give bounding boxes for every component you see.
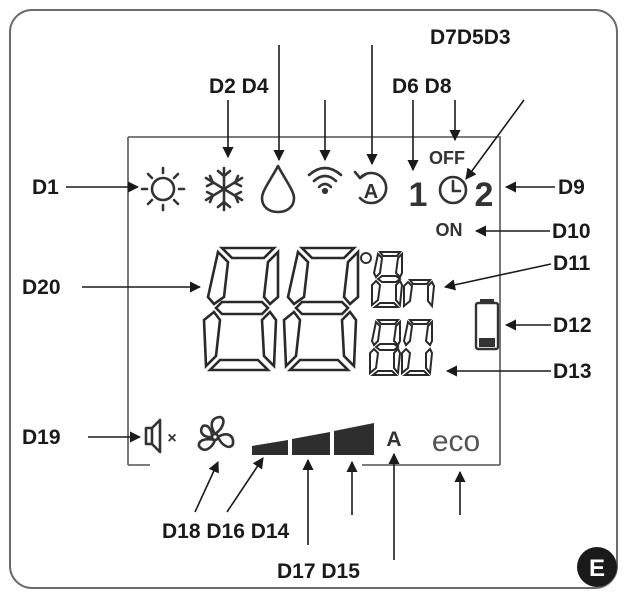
- label-d20: D20: [22, 276, 61, 299]
- sun-icon: [140, 166, 186, 212]
- small-digits-lower: [369, 319, 434, 376]
- auto-mode-icon: A: [353, 170, 388, 205]
- label-d18-d16-d14: D18 D16 D14: [162, 520, 290, 543]
- clock-icon: [438, 175, 468, 205]
- timer-2-label: 2: [475, 176, 494, 214]
- callout-arrows: [66, 45, 555, 560]
- eco-label: eco: [432, 425, 480, 458]
- main-digits: [202, 246, 360, 372]
- mute-x-label: ×: [167, 430, 176, 447]
- snowflake-icon: [204, 166, 244, 212]
- fan-icon: [197, 415, 235, 452]
- drop-icon: [260, 164, 296, 214]
- panel-badge: [577, 547, 617, 587]
- label-d19: D19: [22, 426, 61, 449]
- outer-frame: [9, 9, 618, 589]
- fan-speed-bars: [252, 423, 374, 455]
- small-digits-upper: [371, 251, 436, 309]
- fan-auto-label: A: [386, 428, 401, 451]
- svg-text:A: A: [364, 181, 378, 203]
- label-d9: D9: [558, 176, 585, 199]
- degree-icon: [360, 252, 372, 264]
- timer-1-label: 1: [409, 176, 428, 214]
- label-d2-d4: D2 D4: [209, 75, 269, 98]
- label-d6-d8: D6 D8: [392, 75, 452, 98]
- battery-icon: [474, 299, 500, 351]
- label-d11: D11: [553, 252, 591, 275]
- wifi-icon: [307, 166, 343, 195]
- timer-off-label: OFF: [429, 148, 465, 168]
- panel-badge-letter: E: [589, 555, 605, 582]
- label-d10: D10: [552, 220, 591, 243]
- label-d12: D12: [553, 314, 592, 337]
- timer-on-label: ON: [436, 220, 463, 240]
- label-d1: D1: [32, 176, 59, 199]
- label-d13: D13: [553, 360, 592, 383]
- label-d17-d15: D17 D15: [277, 560, 360, 583]
- mute-speaker-icon: ×: [144, 418, 177, 454]
- label-d7-d5-d3: D7D5D3: [430, 26, 511, 49]
